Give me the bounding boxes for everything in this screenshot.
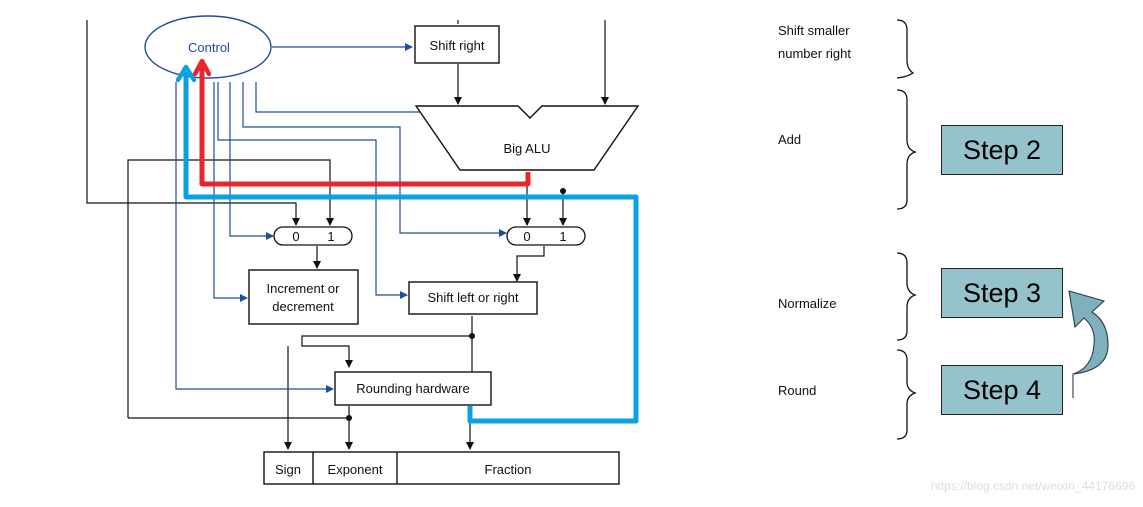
blue-arrow-head <box>175 64 197 83</box>
increment-label-line2: decrement <box>272 299 334 314</box>
sign-field: Sign <box>275 462 301 477</box>
shift-right-box <box>414 25 500 64</box>
shift-label-line2: number right <box>778 46 851 61</box>
step4-box: Step 4 <box>941 365 1063 415</box>
step4-round-label: Round <box>778 383 817 398</box>
brace-shift <box>896 19 915 79</box>
data-wires <box>86 20 609 450</box>
shift-left-right-label: Shift left or right <box>427 290 518 305</box>
step3-box: Step 3 <box>941 268 1063 318</box>
blue-highlight-path <box>183 72 639 424</box>
brace-round <box>896 349 917 440</box>
rounding-hardware-label: Rounding hardware <box>356 381 469 396</box>
result-register <box>263 451 620 485</box>
red-highlight-path <box>199 66 531 187</box>
step-braces <box>896 19 917 440</box>
step3-normalize-label: Normalize <box>778 296 837 311</box>
mux-right <box>506 226 586 246</box>
red-arrow-head <box>192 58 212 77</box>
mux-left-1: 1 <box>327 229 334 244</box>
fraction-field: Fraction <box>485 462 532 477</box>
increment-label-line1: Increment or <box>267 281 341 296</box>
junction-dot <box>560 188 566 194</box>
control-label: Control <box>188 40 230 55</box>
big-alu-label: Big ALU <box>504 141 551 156</box>
mux-left <box>273 226 353 246</box>
mux-right-1: 1 <box>559 229 566 244</box>
increment-decrement-box <box>248 269 359 325</box>
exponent-field: Exponent <box>328 462 383 477</box>
step1-shift-label: Shift smaller number right <box>778 19 851 65</box>
watermark-text: https://blog.csdn.net/weixin_44176696 <box>930 479 1135 493</box>
control-unit <box>144 15 272 79</box>
mux-left-0: 0 <box>292 229 299 244</box>
step2-add-label: Add <box>778 132 802 147</box>
brace-add <box>896 89 917 210</box>
shift-right-label: Shift right <box>430 38 485 53</box>
control-wires <box>175 43 507 393</box>
junction-dot <box>469 333 475 339</box>
shift-left-right-box <box>408 281 538 315</box>
junction-dot <box>346 415 352 421</box>
curved-loop-arrow-icon <box>1068 290 1109 398</box>
step2-box: Step 2 <box>941 125 1063 175</box>
big-alu <box>414 105 640 171</box>
mux-right-0: 0 <box>523 229 530 244</box>
brace-normalize <box>896 252 917 341</box>
rounding-hardware-box <box>334 371 492 406</box>
shift-label-line1: Shift smaller <box>778 23 850 38</box>
